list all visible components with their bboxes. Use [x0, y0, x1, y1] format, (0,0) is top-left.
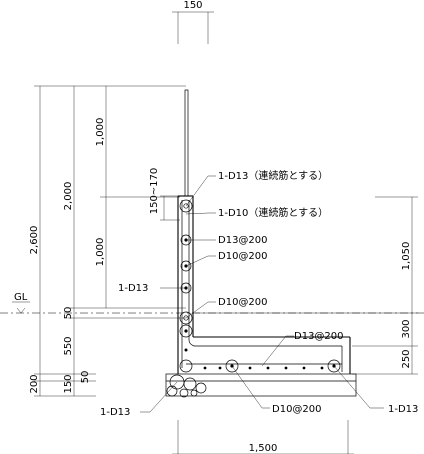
label-d10-200-bottom: D10@200	[272, 404, 322, 415]
label-d10-200-wall: D10@200	[218, 251, 268, 262]
label-d13-200-slab: D13@200	[294, 331, 344, 342]
label-d13-200-wall: D13@200	[218, 235, 268, 246]
right-dimension-chain: 1,050 300 250	[195, 196, 418, 375]
gl-label: GL	[14, 292, 28, 303]
dim-2000: 2,000	[63, 182, 74, 211]
dim-1050: 1,050	[401, 242, 412, 271]
rebar-annotations: 1-D13（連続筋とする） 1-D10（連続筋とする） D13@200 D10@…	[100, 169, 418, 418]
dim-150-top: 150	[183, 0, 202, 11]
label-1d13-left: 1-D13	[118, 283, 148, 294]
crushed-stone-base	[166, 374, 207, 398]
dim-1500: 1,500	[249, 443, 278, 454]
label-1d13-continuous: 1-D13（連続筋とする）	[218, 169, 328, 182]
wall-thickness-dimension: 150~170	[149, 168, 180, 221]
retaining-wall-body	[165, 89, 357, 397]
label-d10-200-mid: D10@200	[218, 297, 268, 308]
bottom-width-dimension: 1,500	[172, 420, 354, 454]
dim-200: 200	[29, 374, 40, 393]
dim-1000-upper: 1,000	[95, 118, 106, 147]
dim-250: 250	[401, 349, 412, 368]
dim-150-170: 150~170	[149, 168, 160, 215]
dim-550: 550	[63, 336, 74, 355]
top-width-dimension: 150	[172, 0, 214, 44]
dim-2600: 2,600	[29, 226, 40, 255]
label-1d10-continuous: 1-D10（連続筋とする）	[218, 206, 328, 219]
dim-50-footing: 50	[80, 371, 91, 384]
label-1d13-bottom-left: 1-D13	[100, 407, 130, 418]
rebar-marks	[179, 199, 341, 373]
dim-150-footing: 150	[63, 374, 74, 393]
left-dimension-chain: 2,600 2,000 1,000 1,000 50 550 200 150 5…	[29, 85, 186, 397]
label-1d13-right: 1-D13	[388, 404, 418, 415]
dim-1000-lower: 1,000	[95, 238, 106, 267]
dim-300: 300	[401, 319, 412, 338]
